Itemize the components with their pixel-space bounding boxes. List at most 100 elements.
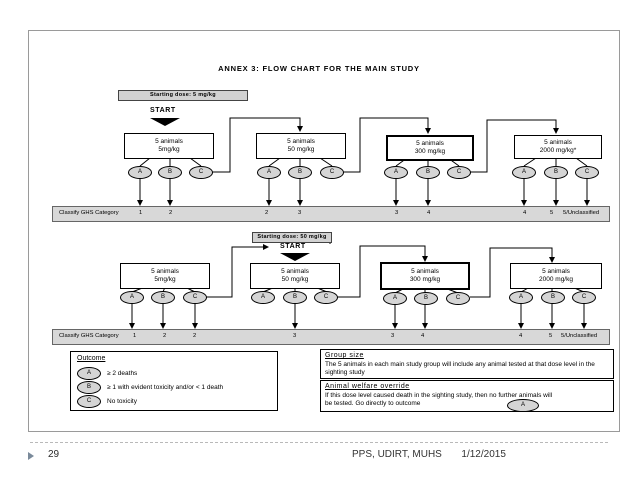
start-arrow-top	[150, 118, 180, 126]
category-value: 1	[133, 333, 137, 339]
footer-source: PPS, UDIRT, MUHS 1/12/2015	[352, 449, 506, 460]
outcome-c-oval: C	[320, 166, 344, 179]
dose-box-animals: 5 animals	[544, 138, 572, 146]
dose-box-animals: 5 animals	[155, 137, 183, 145]
outcome-b-oval: B	[541, 291, 565, 304]
dose-box-2000mg-top: 5 animals 2000 mg/kg*	[514, 135, 602, 159]
dose-box-300mg-top: 5 animals 300 mg/kg	[386, 135, 474, 161]
category-value: 3	[298, 210, 302, 216]
outcome-b-oval: B	[77, 381, 101, 394]
footer-divider	[30, 442, 608, 443]
outcome-b-oval: B	[414, 292, 438, 305]
legend-text: ≥ 2 deaths	[107, 370, 138, 377]
dose-box-animals: 5 animals	[151, 267, 179, 275]
outcome-b-oval: B	[283, 291, 307, 304]
outcome-b-oval: B	[151, 291, 175, 304]
classify-bar-bottom: Classify GHS Category 1 2 2 3 3 4 4 5 5/…	[52, 329, 610, 345]
category-value: 4	[519, 333, 523, 339]
outcome-a-oval: A	[120, 291, 144, 304]
dose-box-animals: 5 animals	[542, 267, 570, 275]
category-value: 4	[427, 210, 431, 216]
dose-box-5mg-top: 5 animals 5mg/kg	[124, 133, 214, 159]
category-value: 4	[421, 333, 425, 339]
dose-box-50mg-bottom: 5 animals 50 mg/kg	[250, 263, 340, 289]
dose-box-300mg-bottom: 5 animals 300 mg/kg	[380, 262, 470, 290]
dose-box-dose: 2000 mg/kg	[539, 276, 573, 283]
footer-source-text: PPS, UDIRT, MUHS	[352, 449, 442, 460]
category-value: 5/Unclassified	[561, 333, 598, 339]
category-value: 5	[549, 333, 553, 339]
group-size-text: The 5 animals in each main study group w…	[325, 361, 595, 376]
outcome-c-oval: C	[446, 292, 470, 305]
welfare-override-box: Animal welfare override If this dose lev…	[320, 380, 614, 412]
outcome-a-oval: A	[509, 291, 533, 304]
welfare-heading: Animal welfare override	[325, 383, 410, 390]
outcome-c-oval: C	[183, 291, 207, 304]
page-number: 29	[48, 449, 60, 460]
chart-title: ANNEX 3: FLOW CHART FOR THE MAIN STUDY	[218, 64, 420, 73]
outcome-c-oval: C	[189, 166, 213, 179]
classify-label: Classify GHS Category	[59, 210, 119, 216]
footer-arrow-icon	[28, 452, 34, 460]
dose-box-dose: 50 mg/kg	[281, 276, 309, 283]
outcome-c-oval: C	[575, 166, 599, 179]
outcome-c-oval: C	[447, 166, 471, 179]
category-value: 2	[163, 333, 167, 339]
legend-row-c: C No toxicity	[77, 395, 137, 408]
dose-box-dose: 50 mg/kg	[287, 146, 315, 153]
dose-box-dose: 5mg/kg	[158, 146, 180, 153]
footer-date: 1/12/2015	[461, 449, 506, 460]
outcome-a-oval: A	[251, 291, 275, 304]
category-value: 2	[193, 333, 197, 339]
outcome-b-oval: B	[416, 166, 440, 179]
start-label-bottom: START	[280, 243, 306, 250]
legend-title: Outcome	[77, 355, 106, 362]
category-value: 5/Unclassified	[563, 210, 600, 216]
starting-dose-label-bottom: Starting dose: 50 mg/kg	[252, 232, 332, 243]
legend-row-b: B ≥ 1 with evident toxicity and/or < 1 d…	[77, 381, 223, 394]
category-value: 3	[395, 210, 399, 216]
outcome-c-oval: C	[572, 291, 596, 304]
classify-bar-top: Classify GHS Category 1 2 2 3 3 4 4 5 5/…	[52, 206, 610, 222]
dose-box-animals: 5 animals	[281, 267, 309, 275]
dose-box-dose: 300 mg/kg	[409, 276, 441, 283]
outcome-b-oval: B	[288, 166, 312, 179]
outcome-a-oval: A	[383, 292, 407, 305]
category-value: 5	[550, 210, 554, 216]
category-value: 3	[391, 333, 395, 339]
start-arrow-bottom	[280, 253, 310, 261]
dose-box-dose: 300 mg/kg	[414, 148, 446, 155]
dose-box-5mg-bottom: 5 animals 5mg/kg	[120, 263, 210, 289]
category-value: 3	[293, 333, 297, 339]
outcome-legend: Outcome A ≥ 2 deaths B ≥ 1 with evident …	[70, 351, 278, 411]
category-value: 1	[139, 210, 143, 216]
outcome-a-oval: A	[512, 166, 536, 179]
category-value: 4	[523, 210, 527, 216]
outcome-c-oval: C	[77, 395, 101, 408]
legend-text: No toxicity	[107, 398, 137, 405]
welfare-text: If this dose level caused death in the s…	[325, 392, 553, 407]
category-value: 2	[169, 210, 173, 216]
outcome-a-oval: A	[507, 399, 539, 412]
outcome-a-oval: A	[128, 166, 152, 179]
dose-box-50mg-top: 5 animals 50 mg/kg	[256, 133, 346, 159]
legend-row-a: A ≥ 2 deaths	[77, 367, 137, 380]
category-value: 2	[265, 210, 269, 216]
outcome-a-oval: A	[384, 166, 408, 179]
outcome-b-oval: B	[544, 166, 568, 179]
outcome-b-oval: B	[158, 166, 182, 179]
start-label-top: START	[150, 107, 176, 114]
outcome-a-oval: A	[257, 166, 281, 179]
dose-box-2000mg-bottom: 5 animals 2000 mg/kg	[510, 263, 602, 289]
dose-box-dose: 5mg/kg	[154, 276, 176, 283]
starting-dose-label-top: Starting dose: 5 mg/kg	[118, 90, 248, 101]
group-size-box: Group size The 5 animals in each main st…	[320, 349, 614, 379]
dose-box-animals: 5 animals	[411, 267, 439, 275]
group-size-heading: Group size	[325, 352, 364, 359]
outcome-a-oval: A	[77, 367, 101, 380]
dose-box-animals: 5 animals	[287, 137, 315, 145]
legend-text: ≥ 1 with evident toxicity and/or < 1 dea…	[107, 384, 224, 391]
classify-label: Classify GHS Category	[59, 333, 119, 339]
dose-box-dose: 2000 mg/kg*	[539, 147, 577, 154]
